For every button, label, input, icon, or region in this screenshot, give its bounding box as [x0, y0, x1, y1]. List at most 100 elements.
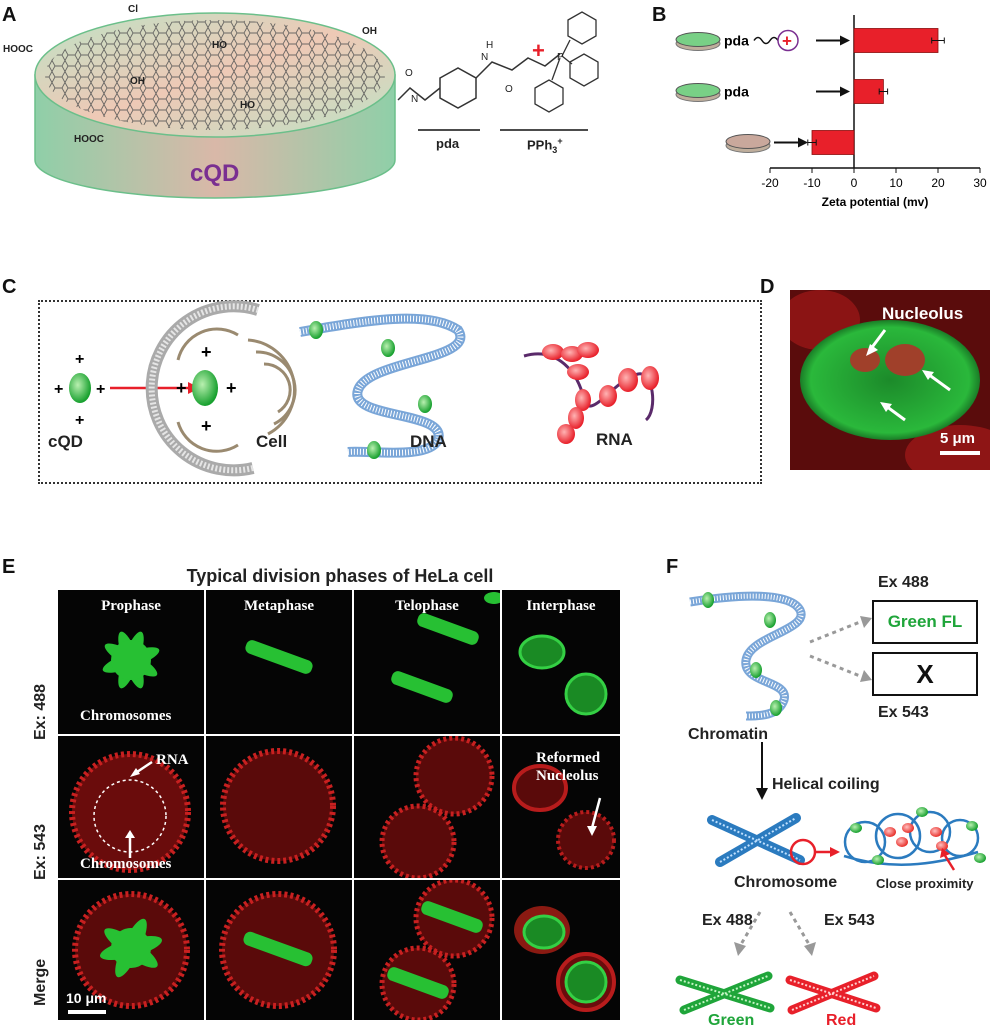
atom-o1: O — [405, 68, 413, 79]
label-reformed: Reformed — [536, 750, 601, 766]
svg-text:+: + — [201, 416, 212, 436]
arrow-head-2 — [798, 137, 808, 148]
close-proximity-label: Close proximity — [876, 876, 974, 891]
x-tick-label-2: 0 — [851, 176, 858, 190]
panel-label-a: A — [2, 4, 17, 26]
group-cl: Cl — [128, 4, 138, 15]
x-axis-label: Zeta potential (mv) — [822, 195, 929, 209]
arrow-head-0 — [840, 35, 850, 46]
micro-interphase-ex488: Interphase — [502, 590, 620, 734]
x-tick-label-5: 30 — [973, 176, 987, 190]
micro-telophase-ex488: Telophase — [354, 590, 500, 734]
panel-c-figure: + + + + + + + + — [54, 300, 659, 477]
row-label-merge: Merge — [32, 958, 49, 1006]
red-label: Red — [826, 1012, 857, 1029]
category-label-0: pda — [724, 33, 749, 49]
row-label-ex543: Ex: 543 — [32, 823, 49, 880]
svg-text:+: + — [96, 381, 105, 398]
panel-c-cell-label: Cell — [256, 432, 288, 451]
chromatin-label: Chromatin — [688, 726, 768, 743]
row-label-ex488: Ex: 488 — [32, 683, 49, 740]
f-ex488-top: Ex 488 — [878, 574, 929, 591]
category-label-1: pda — [724, 84, 749, 100]
micro-telophase-merge — [354, 880, 500, 1020]
svg-text:+: + — [176, 378, 187, 398]
label-chromosomes-2: Chromosomes — [80, 856, 172, 872]
group-ho-bottom: HO — [240, 100, 255, 111]
panel-c-box — [38, 300, 762, 484]
group-hooc-bottom: HOOC — [74, 134, 104, 145]
x-tick-label-0: -20 — [761, 176, 779, 190]
nucleolus-title: Nucleolus — [882, 304, 964, 323]
group-oh-mid: OH — [130, 76, 145, 87]
panel-label-d: D — [760, 276, 775, 298]
group-ho-top: HO — [212, 40, 227, 51]
pda-label: pda — [436, 136, 460, 151]
panel-c-rna-label: RNA — [596, 430, 633, 449]
helical-coiling-label: Helical coiling — [772, 776, 880, 793]
svg-text:+: + — [201, 342, 212, 362]
micro-prophase-ex488: Prophase Chromosomes — [58, 590, 204, 734]
micro-metaphase-ex488: Metaphase — [206, 590, 352, 734]
micro-prophase-ex543: RNA Chromosomes — [58, 736, 204, 878]
linker-wave — [753, 36, 779, 45]
panel-label-f: F — [666, 556, 679, 578]
panel-label-e: E — [2, 556, 16, 578]
bar-1 — [853, 79, 884, 104]
disk-top-1 — [675, 83, 721, 98]
panel-c-dna-label: DNA — [410, 432, 447, 451]
micro-prophase-merge: 10 μm — [58, 880, 204, 1020]
x-tick-label-4: 20 — [931, 176, 945, 190]
x-tick-label-3: 10 — [889, 176, 903, 190]
panel-label-b: B — [652, 4, 667, 26]
cqd-disk-label: cQD — [190, 160, 240, 187]
group-hooc-top: HOOC — [3, 44, 33, 55]
group-oh-right: OH — [362, 26, 377, 37]
green-fl-box: Green FL — [872, 600, 978, 644]
f-ex543-bottom: Ex 543 — [824, 912, 875, 929]
f-ex488-bottom: Ex 488 — [702, 912, 753, 929]
label-nucleolus: Nucleolus — [536, 768, 599, 784]
phase-title-interphase: Interphase — [526, 598, 596, 614]
phase-title-prophase: Prophase — [101, 598, 161, 614]
nucleolus-micrograph: Nucleolus 5 μm — [790, 290, 990, 470]
phase-title-metaphase: Metaphase — [244, 598, 314, 614]
green-label: Green — [708, 1012, 755, 1029]
svg-text:+: + — [75, 412, 84, 429]
svg-text:+: + — [532, 38, 545, 63]
graphene-lattice — [45, 20, 385, 130]
chromosome-label: Chromosome — [734, 874, 838, 891]
svg-text:+: + — [54, 381, 63, 398]
label-chromosomes-1: Chromosomes — [80, 708, 172, 724]
disk-top-2 — [725, 134, 771, 149]
atom-p: P — [557, 52, 564, 63]
charge-circle — [777, 29, 799, 52]
micro-interphase-merge — [502, 880, 620, 1020]
atom-o2: O — [505, 84, 513, 95]
phase-title-telophase: Telophase — [395, 598, 459, 614]
arrow-head-1 — [840, 86, 850, 97]
panel-a-figure: + — [34, 11, 599, 199]
disk-top-0 — [675, 32, 721, 47]
bar-0 — [853, 28, 939, 53]
atom-h2: H — [486, 40, 494, 51]
panel-c-cqd-label: cQD — [48, 432, 83, 451]
micro-metaphase-merge — [206, 880, 352, 1020]
panel-f-figure — [675, 591, 986, 1015]
x-box: X — [872, 652, 978, 696]
micro-interphase-ex543: Reformed Nucleolus — [502, 736, 620, 878]
x-tick-label-1: -10 — [803, 176, 821, 190]
svg-text:+: + — [226, 378, 237, 398]
panel-e-title: Typical division phases of HeLa cell — [186, 566, 494, 586]
svg-text:+: + — [75, 351, 84, 368]
panel-e-scale: 10 μm — [66, 990, 107, 1006]
panel-d-scale: 5 μm — [940, 430, 976, 447]
micro-metaphase-ex543 — [206, 736, 352, 878]
atom-n2: N — [481, 52, 489, 63]
panel-label-c: C — [2, 276, 17, 298]
pph3-label: PPh3+ — [527, 136, 563, 155]
micro-telophase-ex543 — [354, 736, 500, 878]
charge-plus: + — [782, 32, 792, 51]
atom-n1: N — [411, 94, 419, 105]
